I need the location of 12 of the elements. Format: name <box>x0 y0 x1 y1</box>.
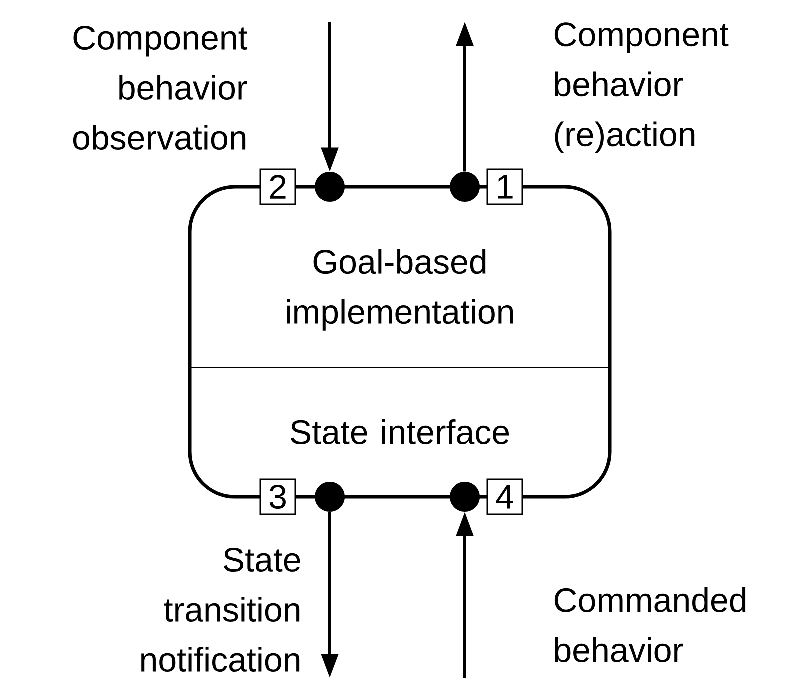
signal-label: Component behavior observation <box>73 26 248 150</box>
port-dot <box>315 482 345 512</box>
port-dot <box>450 482 480 512</box>
signal-label: Component behavior (re)action <box>554 22 729 154</box>
port-box: 2 <box>260 168 296 206</box>
port-dot <box>450 172 480 202</box>
port-box: 4 <box>486 478 524 516</box>
port-box: 1 <box>486 168 524 206</box>
signal-label: Commanded behavior <box>554 588 746 662</box>
port-box: 3 <box>260 478 296 516</box>
port-dot <box>315 172 345 202</box>
signal-label: State transition notification <box>142 548 300 672</box>
